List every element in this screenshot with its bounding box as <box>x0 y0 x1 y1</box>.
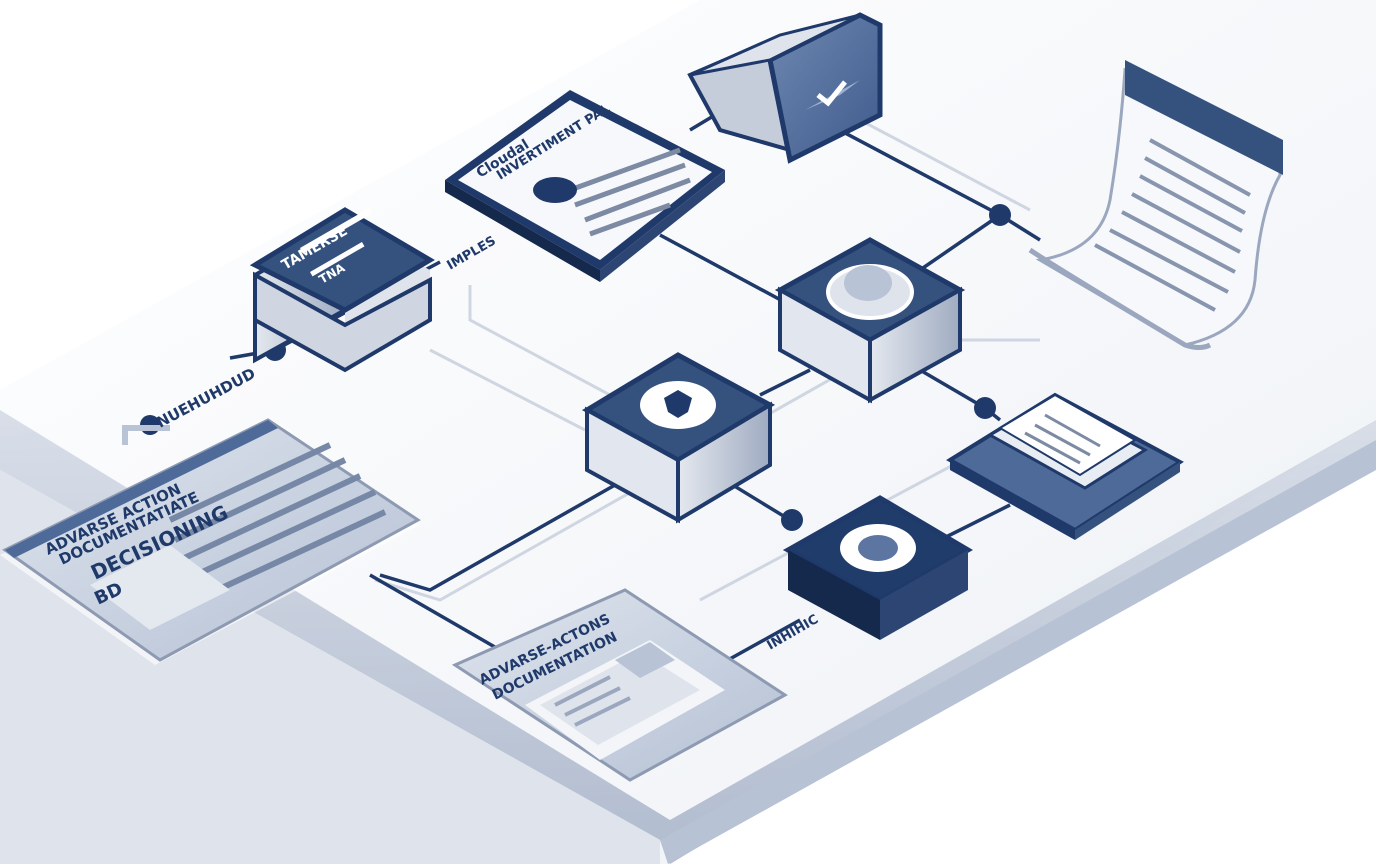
report-scroll[interactable] <box>1028 60 1283 350</box>
connector-card-lock <box>659 233 791 307</box>
block-left[interactable]: TAMERSE TNA <box>249 207 435 373</box>
connector-lock-shield <box>759 368 811 397</box>
connector-left-bottom <box>369 573 501 652</box>
document-stack[interactable] <box>946 392 1184 540</box>
connector-shield-left <box>379 483 616 592</box>
connector-dot <box>974 397 996 419</box>
block-center-lock[interactable] <box>774 237 966 404</box>
connector-dot-lock <box>919 213 1001 272</box>
avatar-icon <box>533 177 577 203</box>
shield-lock-icon <box>664 390 692 418</box>
check-icon <box>816 80 847 107</box>
block-circle[interactable] <box>782 495 973 640</box>
connector-circle-docs <box>939 503 1011 542</box>
circle-badge-icon <box>858 535 898 561</box>
connector-dot <box>781 509 803 531</box>
connector-dot <box>989 204 1011 226</box>
monitor-check[interactable] <box>687 12 883 164</box>
card-top-document[interactable]: Cloudal INVERTIMENT PAL <box>445 90 725 282</box>
block-shield[interactable] <box>581 352 776 524</box>
lock-badge-icon <box>844 265 892 301</box>
panel-left-decisioning[interactable]: ADVARSE ACTION DOCUMENTATIATE DECISIONIN… <box>0 418 421 665</box>
